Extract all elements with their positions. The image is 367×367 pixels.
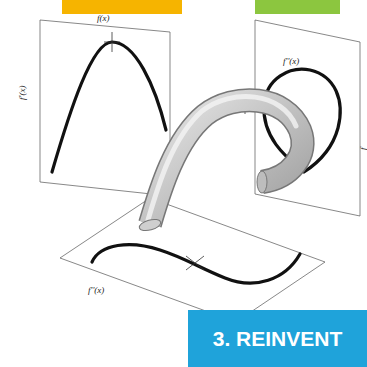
projection-plane — [60, 198, 325, 322]
banner-text: 3. REINVENT — [213, 327, 343, 351]
curve — [92, 245, 300, 283]
projection-plane — [40, 20, 170, 196]
color-bar — [62, 0, 182, 14]
color-bar — [255, 0, 340, 14]
tube — [150, 100, 303, 224]
tube-highlight — [148, 97, 296, 220]
curve — [52, 42, 166, 172]
tube-end — [257, 171, 267, 193]
axis-label: f''(x) — [283, 57, 299, 66]
axis-label: f'(x) — [18, 86, 27, 100]
tube-end — [138, 217, 162, 232]
axis-label: f''(x) — [88, 286, 104, 295]
banner-box: 3. REINVENT — [188, 310, 367, 367]
axis-label: f — [359, 147, 367, 150]
cross-mark — [104, 32, 120, 52]
axis-label: f(x) — [97, 14, 110, 23]
cross-mark — [186, 256, 204, 270]
tube — [150, 100, 303, 224]
